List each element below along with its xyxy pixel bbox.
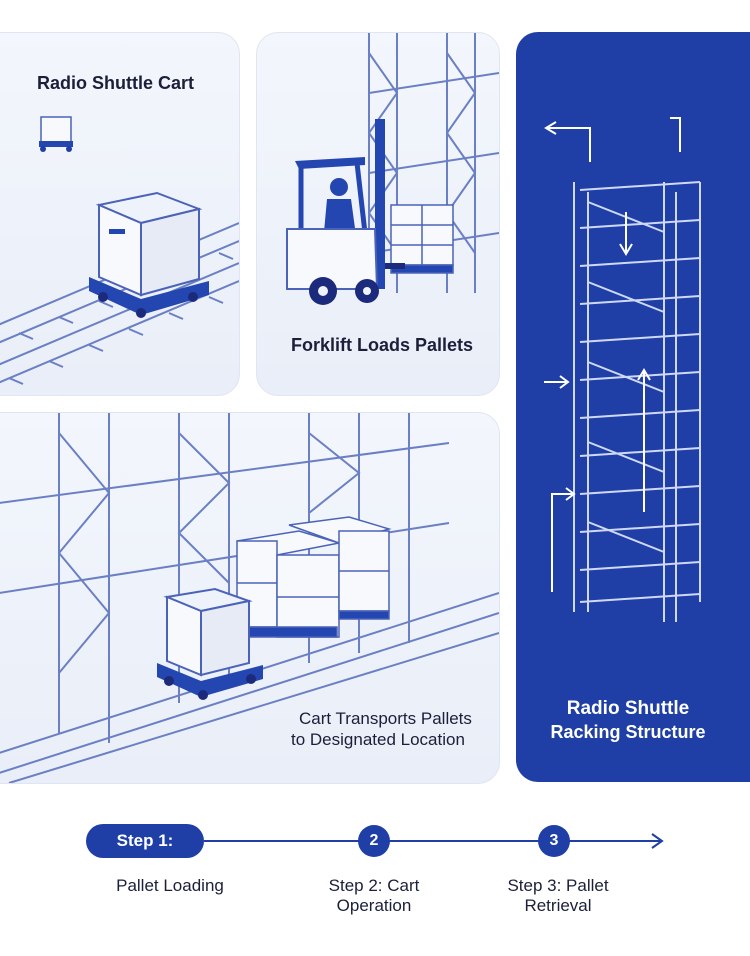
panel-caption-transport-line1: Cart Transports Pallets bbox=[299, 709, 472, 728]
step3-badge: 3 bbox=[538, 825, 570, 857]
cart-illustration bbox=[0, 116, 239, 385]
panel-radio-shuttle-cart: Radio Shuttle Cart bbox=[0, 32, 240, 396]
panel-title-forklift: Forklift Loads Pallets bbox=[291, 335, 474, 355]
panel-cart-transports: Cart Transports Pallets to Designated Lo… bbox=[0, 412, 500, 784]
step3-label-line2: Retrieval bbox=[524, 896, 592, 915]
process-timeline: Step 1: 2 3 Pallet Loading Step 2: Cart … bbox=[0, 800, 750, 956]
timeline-line bbox=[204, 833, 664, 849]
step2-badge: 2 bbox=[358, 825, 390, 857]
step2-label-line1: Step 2: Cart bbox=[328, 876, 420, 895]
step2-label-line2: Operation bbox=[336, 896, 412, 915]
step3-label-line1: Step 3: Pallet bbox=[507, 876, 609, 895]
step1-label: Pallet Loading bbox=[116, 876, 224, 895]
forklift-illustration bbox=[286, 33, 499, 305]
panel-racking-structure: Radio Shuttle Racking Structure bbox=[516, 32, 750, 782]
panel-caption-racking-line1: Radio Shuttle bbox=[566, 698, 690, 719]
panel-title-cart: Radio Shuttle Cart bbox=[37, 73, 195, 93]
arrow-right-icon bbox=[544, 117, 681, 592]
step1-badge: Step 1: bbox=[86, 824, 204, 858]
cart-icon bbox=[39, 116, 73, 152]
panel-forklift: Forklift Loads Pallets bbox=[256, 32, 500, 396]
panel-caption-racking-line2: Racking Structure bbox=[550, 722, 706, 742]
racking-illustration bbox=[544, 117, 701, 622]
transport-illustration bbox=[0, 413, 499, 783]
panel-caption-transport-line2: to Designated Location bbox=[291, 730, 465, 749]
